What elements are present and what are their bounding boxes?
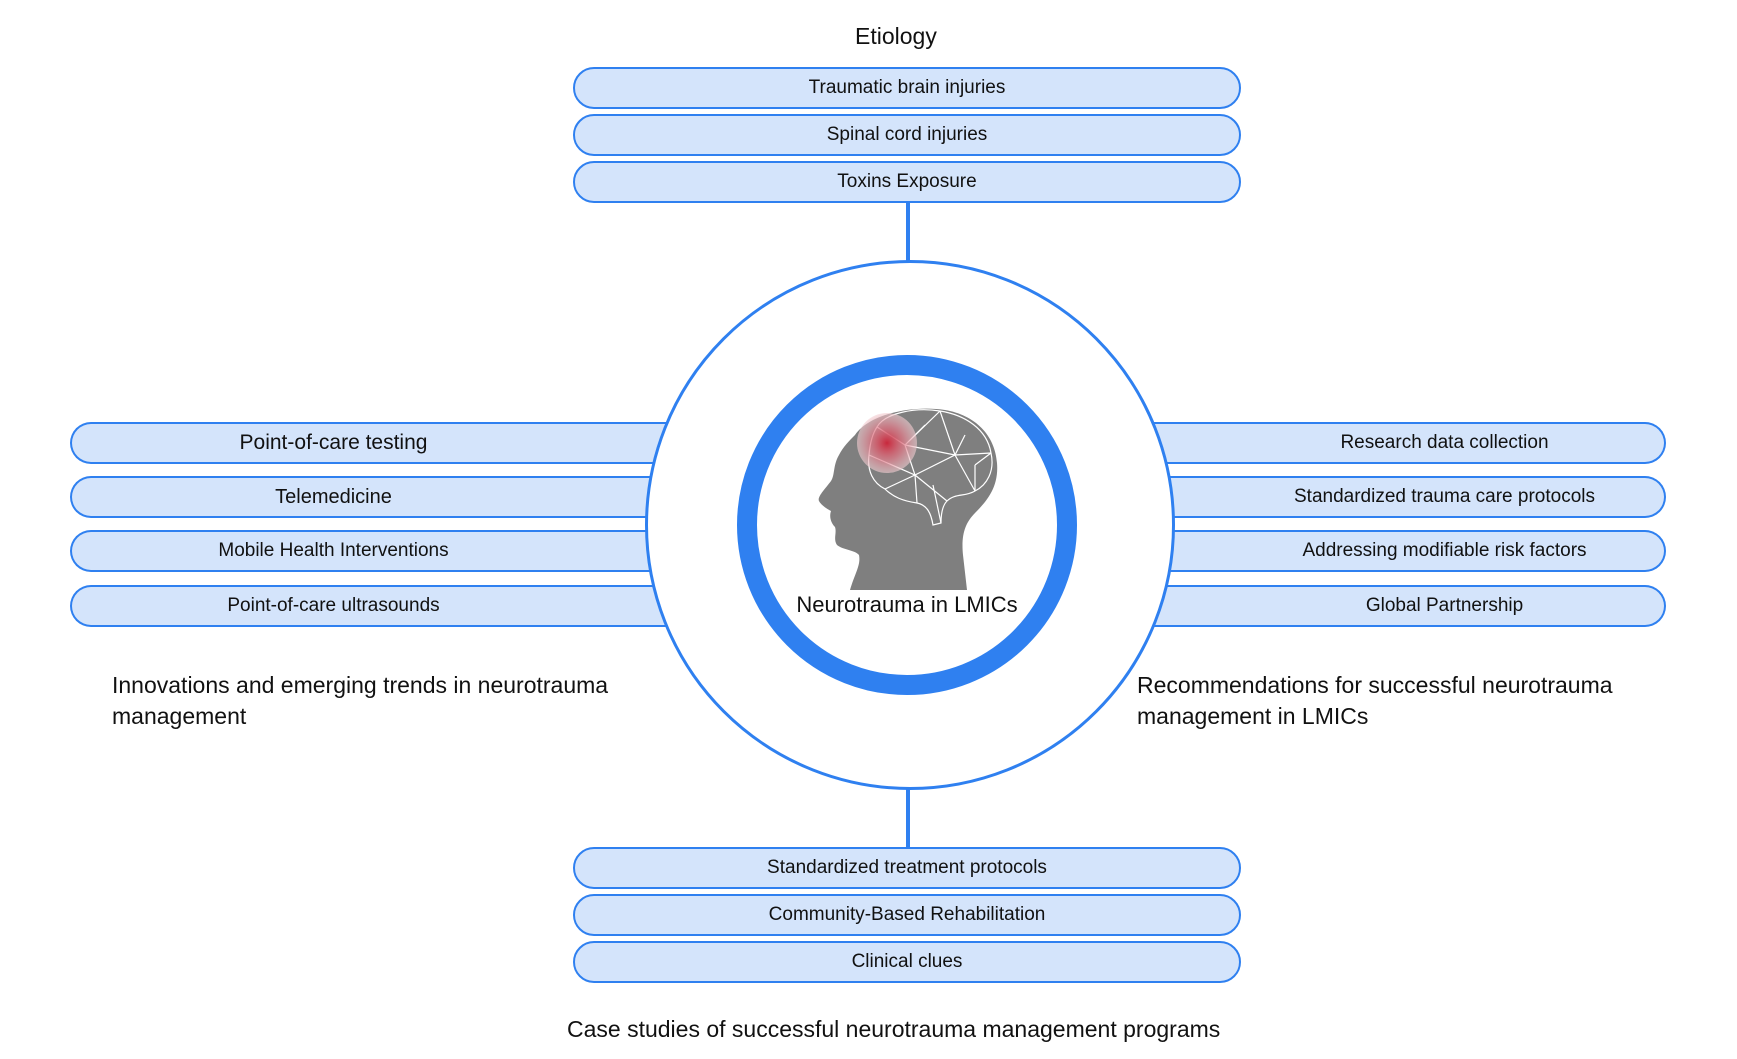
right-item: Research data collection bbox=[1100, 422, 1666, 464]
top-connector bbox=[906, 203, 910, 265]
top-item: Spinal cord injuries bbox=[573, 114, 1241, 156]
right-item: Addressing modifiable risk factors bbox=[1100, 530, 1666, 572]
bottom-item: Clinical clues bbox=[573, 941, 1241, 983]
bottom-item: Community-Based Rehabilitation bbox=[573, 894, 1241, 936]
left-item: Mobile Health Interventions bbox=[70, 530, 720, 572]
top-item: Toxins Exposure bbox=[573, 161, 1241, 203]
bottom-connector bbox=[906, 788, 910, 848]
left-item: Point-of-care testing bbox=[70, 422, 720, 464]
center-label: Neurotrauma in LMICs bbox=[796, 592, 1018, 617]
right-heading: Recommendations for successful neurotrau… bbox=[1137, 672, 1613, 729]
top-heading: Etiology bbox=[855, 23, 937, 49]
brain-head-icon bbox=[818, 408, 998, 590]
left-item: Point-of-care ultrasounds bbox=[70, 585, 720, 627]
right-item: Standardized trauma care protocols bbox=[1100, 476, 1666, 518]
left-item: Telemedicine bbox=[70, 476, 720, 518]
injury-spot bbox=[857, 413, 917, 473]
bottom-heading: Case studies of successful neurotrauma m… bbox=[567, 1016, 1221, 1042]
right-item: Global Partnership bbox=[1100, 585, 1666, 627]
left-heading: Innovations and emerging trends in neuro… bbox=[112, 672, 609, 729]
top-item: Traumatic brain injuries bbox=[573, 67, 1241, 109]
bottom-item: Standardized treatment protocols bbox=[573, 847, 1241, 889]
